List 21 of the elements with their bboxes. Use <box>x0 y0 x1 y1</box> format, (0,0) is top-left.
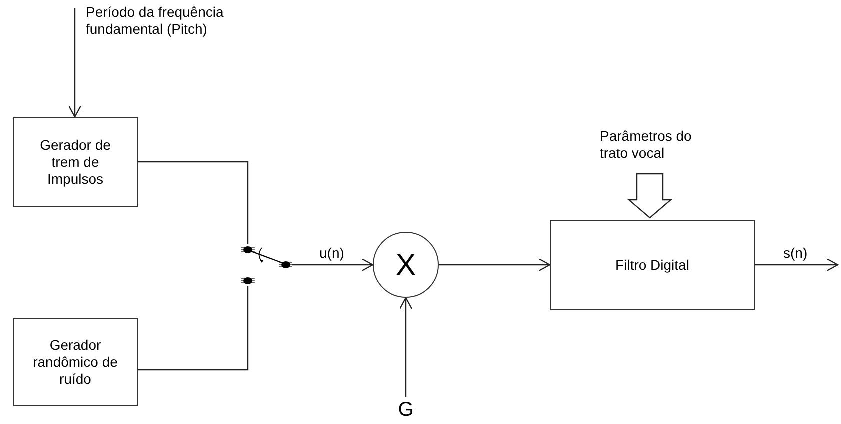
input-label: Parâmetros do trato vocal <box>600 128 693 162</box>
connector-line <box>138 161 249 244</box>
arrow <box>292 258 374 272</box>
signal-label: u(n) <box>318 245 346 261</box>
input-label: G <box>398 398 414 422</box>
block-arrow <box>627 173 673 219</box>
input-label: Período da frequência fundamental (Pitch) <box>86 4 225 38</box>
box-label: Gerador de trem de Impulsos <box>39 136 112 188</box>
process-box <box>550 220 755 310</box>
box-label: Gerador randômico de ruído <box>32 336 119 388</box>
multiply-sign: X <box>396 248 416 282</box>
signal-label: s(n) <box>782 245 809 261</box>
process-box <box>13 318 138 406</box>
process-box <box>13 117 138 207</box>
arrow <box>439 258 551 272</box>
arrow <box>755 258 839 272</box>
box-label: Filtro Digital <box>616 256 690 274</box>
arrow <box>68 8 82 118</box>
connector-line <box>138 286 249 371</box>
arrow <box>399 297 413 397</box>
switch-symbol <box>238 244 292 286</box>
